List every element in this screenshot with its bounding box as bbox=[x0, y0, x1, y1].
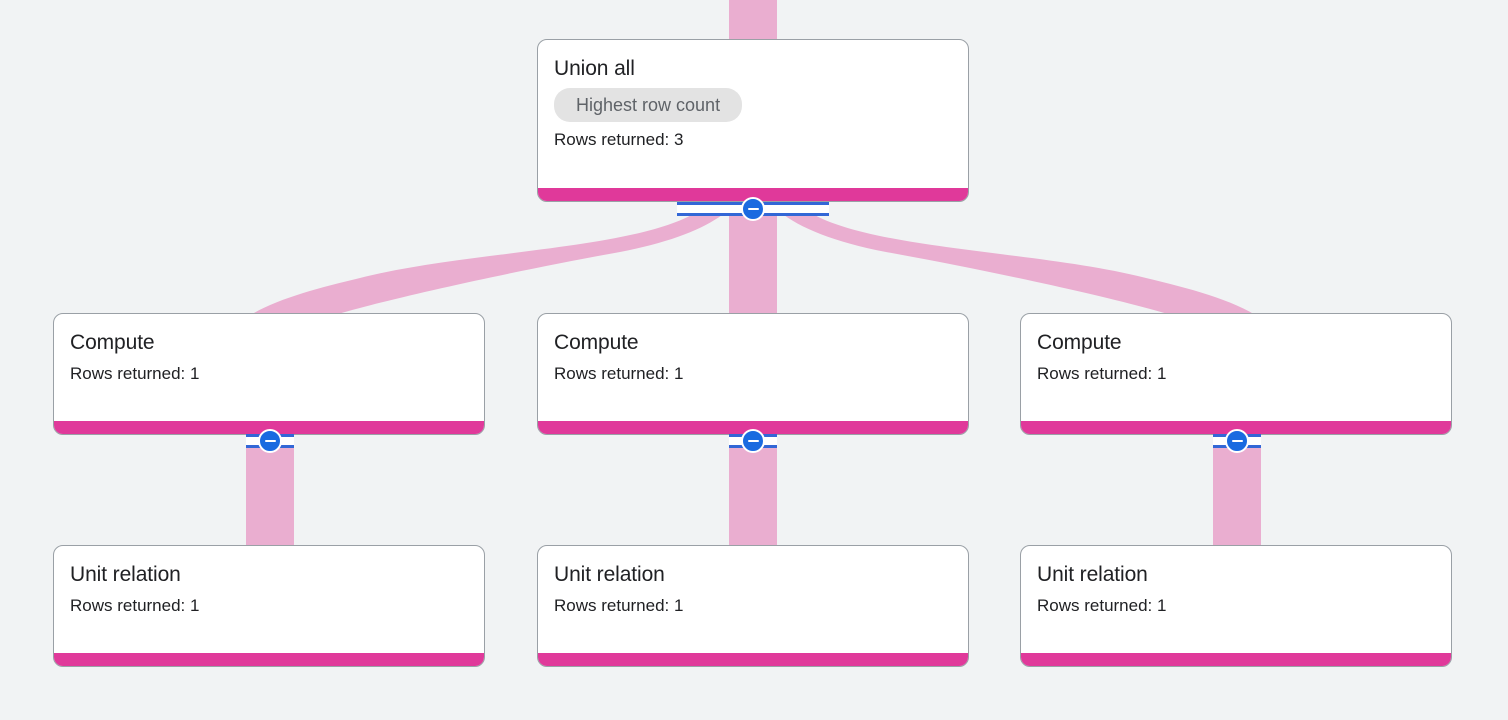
node-rows-returned: Rows returned: 1 bbox=[554, 364, 684, 383]
node-body: Compute Rows returned: 1 bbox=[538, 314, 968, 421]
node-body: Unit relation Rows returned: 1 bbox=[1021, 546, 1451, 653]
plan-node-compute-right[interactable]: Compute Rows returned: 1 bbox=[1020, 313, 1452, 435]
node-rows-returned: Rows returned: 1 bbox=[1037, 596, 1167, 615]
node-accent-bar bbox=[1021, 421, 1451, 434]
minus-circle-icon[interactable] bbox=[1225, 429, 1249, 453]
status-badge-highest-row-count: Highest row count bbox=[554, 88, 743, 122]
node-rows-returned: Rows returned: 1 bbox=[70, 596, 200, 615]
plan-node-unit-relation-center[interactable]: Unit relation Rows returned: 1 bbox=[537, 545, 969, 667]
node-accent-bar bbox=[538, 421, 968, 434]
node-title: Unit relation bbox=[1037, 563, 1148, 586]
node-rows-returned: Rows returned: 1 bbox=[554, 596, 684, 615]
plan-node-unit-relation-right[interactable]: Unit relation Rows returned: 1 bbox=[1020, 545, 1452, 667]
plan-node-unit-relation-left[interactable]: Unit relation Rows returned: 1 bbox=[53, 545, 485, 667]
collapse-control-compute-right[interactable] bbox=[1213, 429, 1261, 453]
node-title: Compute bbox=[70, 331, 155, 354]
minus-circle-icon[interactable] bbox=[741, 429, 765, 453]
minus-glyph bbox=[264, 440, 276, 442]
node-rows-returned: Rows returned: 1 bbox=[70, 364, 200, 383]
collapse-rail-left bbox=[677, 202, 753, 216]
node-title: Unit relation bbox=[554, 563, 665, 586]
node-body: Unit relation Rows returned: 1 bbox=[538, 546, 968, 653]
plan-node-compute-left[interactable]: Compute Rows returned: 1 bbox=[53, 313, 485, 435]
minus-glyph bbox=[747, 440, 759, 442]
collapse-control-union-all[interactable] bbox=[677, 197, 829, 221]
collapse-control-compute-center[interactable] bbox=[729, 429, 777, 453]
node-title: Compute bbox=[554, 331, 639, 354]
plan-node-union-all[interactable]: Union all Highest row count Rows returne… bbox=[537, 39, 969, 202]
node-accent-bar bbox=[538, 188, 968, 201]
plan-node-compute-center[interactable]: Compute Rows returned: 1 bbox=[537, 313, 969, 435]
node-body: Union all Highest row count Rows returne… bbox=[538, 40, 968, 188]
node-accent-bar bbox=[538, 653, 968, 666]
minus-circle-icon[interactable] bbox=[258, 429, 282, 453]
node-rows-returned: Rows returned: 1 bbox=[1037, 364, 1167, 383]
collapse-control-compute-left[interactable] bbox=[246, 429, 294, 453]
node-body: Compute Rows returned: 1 bbox=[1021, 314, 1451, 421]
node-title: Union all bbox=[554, 57, 635, 80]
node-accent-bar bbox=[1021, 653, 1451, 666]
node-body: Unit relation Rows returned: 1 bbox=[54, 546, 484, 653]
collapse-rail-right bbox=[753, 202, 829, 216]
node-accent-bar bbox=[54, 653, 484, 666]
minus-glyph bbox=[747, 208, 759, 210]
node-badge-row: Highest row count bbox=[554, 88, 952, 122]
node-accent-bar bbox=[54, 421, 484, 434]
node-body: Compute Rows returned: 1 bbox=[54, 314, 484, 421]
node-title: Compute bbox=[1037, 331, 1122, 354]
node-rows-returned: Rows returned: 3 bbox=[554, 130, 684, 149]
node-title: Unit relation bbox=[70, 563, 181, 586]
minus-glyph bbox=[1231, 440, 1243, 442]
edge-union-all-to-compute-right bbox=[780, 210, 1260, 325]
minus-circle-icon[interactable] bbox=[741, 197, 765, 221]
edge-union-all-to-compute-left bbox=[246, 210, 726, 325]
edge-in-top bbox=[729, 0, 777, 42]
